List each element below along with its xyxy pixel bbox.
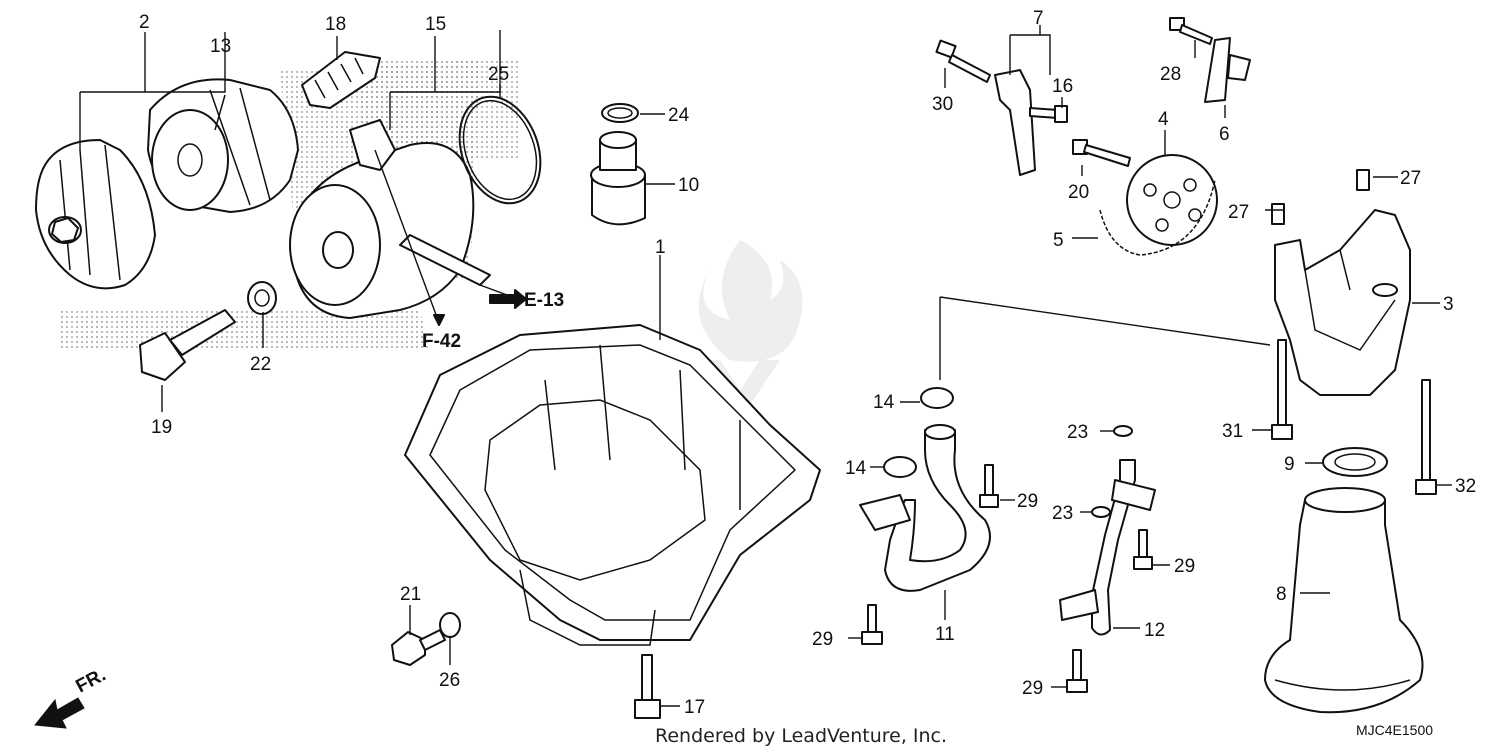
callout-29-d: 29	[1022, 678, 1043, 699]
callout-labels: 2 13 18 15 25 24 10 22 19 1 21 26 17 7 1…	[139, 8, 1476, 718]
callout-25: 25	[488, 64, 509, 85]
callout-16: 16	[1052, 76, 1073, 97]
callout-2: 2	[139, 12, 150, 33]
oil-filter-2[interactable]	[35, 139, 156, 290]
bolt-31[interactable]	[1271, 339, 1293, 440]
reference-f42[interactable]: F-42	[422, 314, 461, 352]
chain-tensioner-6[interactable]	[1204, 37, 1251, 103]
callout-27-lower: 27	[1228, 202, 1249, 223]
callout-23-lower: 23	[1052, 503, 1073, 524]
callout-4: 4	[1158, 109, 1169, 130]
oil-pump-3[interactable]	[1274, 209, 1411, 396]
callout-6: 6	[1219, 124, 1230, 145]
filter-screen-10[interactable]	[590, 131, 646, 226]
seal-14-upper[interactable]	[920, 387, 954, 409]
callout-31: 31	[1222, 421, 1243, 442]
callout-24: 24	[668, 105, 690, 126]
callout-29-a: 29	[1017, 491, 1038, 512]
callout-23-upper: 23	[1067, 422, 1088, 443]
dowel-27-upper[interactable]	[1356, 169, 1370, 191]
washer-23-upper[interactable]	[1113, 425, 1133, 437]
chain-guide-7[interactable]	[994, 69, 1036, 176]
bolt-32[interactable]	[1415, 379, 1437, 495]
seal-24[interactable]	[601, 103, 639, 123]
oil-cooler-15[interactable]	[289, 119, 491, 319]
o-ring-25[interactable]	[445, 85, 554, 214]
bolt-30[interactable]	[935, 39, 991, 83]
reference-e13[interactable]: E-13	[489, 289, 564, 311]
callout-32: 32	[1455, 476, 1476, 497]
drain-bolt-19[interactable]	[139, 309, 236, 381]
washer-26[interactable]	[439, 612, 461, 638]
callout-19: 19	[151, 417, 172, 438]
callout-8: 8	[1276, 584, 1287, 605]
callout-7: 7	[1033, 8, 1044, 29]
seal-14-lower[interactable]	[883, 456, 917, 478]
drive-chain-5[interactable]	[1099, 179, 1216, 256]
oil-strainer-8[interactable]	[1264, 487, 1424, 714]
seal-9[interactable]	[1322, 447, 1388, 477]
callout-5: 5	[1053, 230, 1064, 251]
callout-11: 11	[935, 624, 955, 645]
callout-30: 30	[932, 94, 953, 115]
oil-pan-1[interactable]	[404, 324, 821, 646]
bolt-29-b[interactable]	[1133, 529, 1153, 570]
washer-22[interactable]	[247, 281, 277, 315]
callout-9: 9	[1284, 454, 1295, 475]
callout-29-c: 29	[812, 629, 833, 650]
reference-e13-label: E-13	[524, 290, 564, 311]
reference-f42-label: F-42	[422, 331, 461, 352]
bolt-16[interactable]	[1029, 105, 1068, 123]
oil-pipe-11[interactable]	[859, 424, 991, 592]
diagram-code: MJC4E1500	[1356, 722, 1433, 738]
callout-1: 1	[655, 237, 666, 258]
bolt-29-a[interactable]	[979, 464, 999, 508]
callout-13: 13	[210, 36, 231, 57]
bolt-17[interactable]	[634, 654, 661, 719]
callout-18: 18	[325, 14, 346, 35]
callout-28: 28	[1160, 64, 1181, 85]
callout-3: 3	[1443, 294, 1454, 315]
callout-22: 22	[250, 354, 271, 375]
dowel-27-lower[interactable]	[1271, 203, 1285, 225]
footer-rendered-by: Rendered by LeadVenture, Inc.	[655, 725, 947, 747]
callout-12: 12	[1144, 620, 1165, 641]
washer-23-lower[interactable]	[1091, 506, 1111, 518]
bolt-28[interactable]	[1169, 17, 1213, 45]
callout-15: 15	[425, 14, 446, 35]
callout-21: 21	[400, 584, 421, 605]
callout-26: 26	[439, 670, 460, 691]
oil-pipe-12[interactable]	[1059, 459, 1156, 636]
leader-lines	[79, 25, 1452, 707]
callout-17: 17	[684, 697, 705, 718]
callout-14-upper: 14	[873, 392, 895, 413]
front-direction-label: FR.	[72, 665, 109, 698]
callout-20: 20	[1068, 182, 1089, 203]
front-direction-arrow: FR.	[34, 665, 109, 729]
callout-29-b: 29	[1174, 556, 1195, 577]
bolt-18[interactable]	[301, 51, 381, 109]
oil-filter-13[interactable]	[147, 78, 299, 213]
sprocket-4[interactable]	[1126, 154, 1218, 246]
bolt-29-d[interactable]	[1066, 649, 1088, 693]
callout-27-upper: 27	[1400, 168, 1421, 189]
bolt-20[interactable]	[1072, 139, 1131, 167]
bolt-29-c[interactable]	[861, 604, 883, 645]
bolt-21[interactable]	[391, 629, 446, 666]
callout-10: 10	[678, 175, 699, 196]
callout-14-lower: 14	[845, 458, 867, 479]
